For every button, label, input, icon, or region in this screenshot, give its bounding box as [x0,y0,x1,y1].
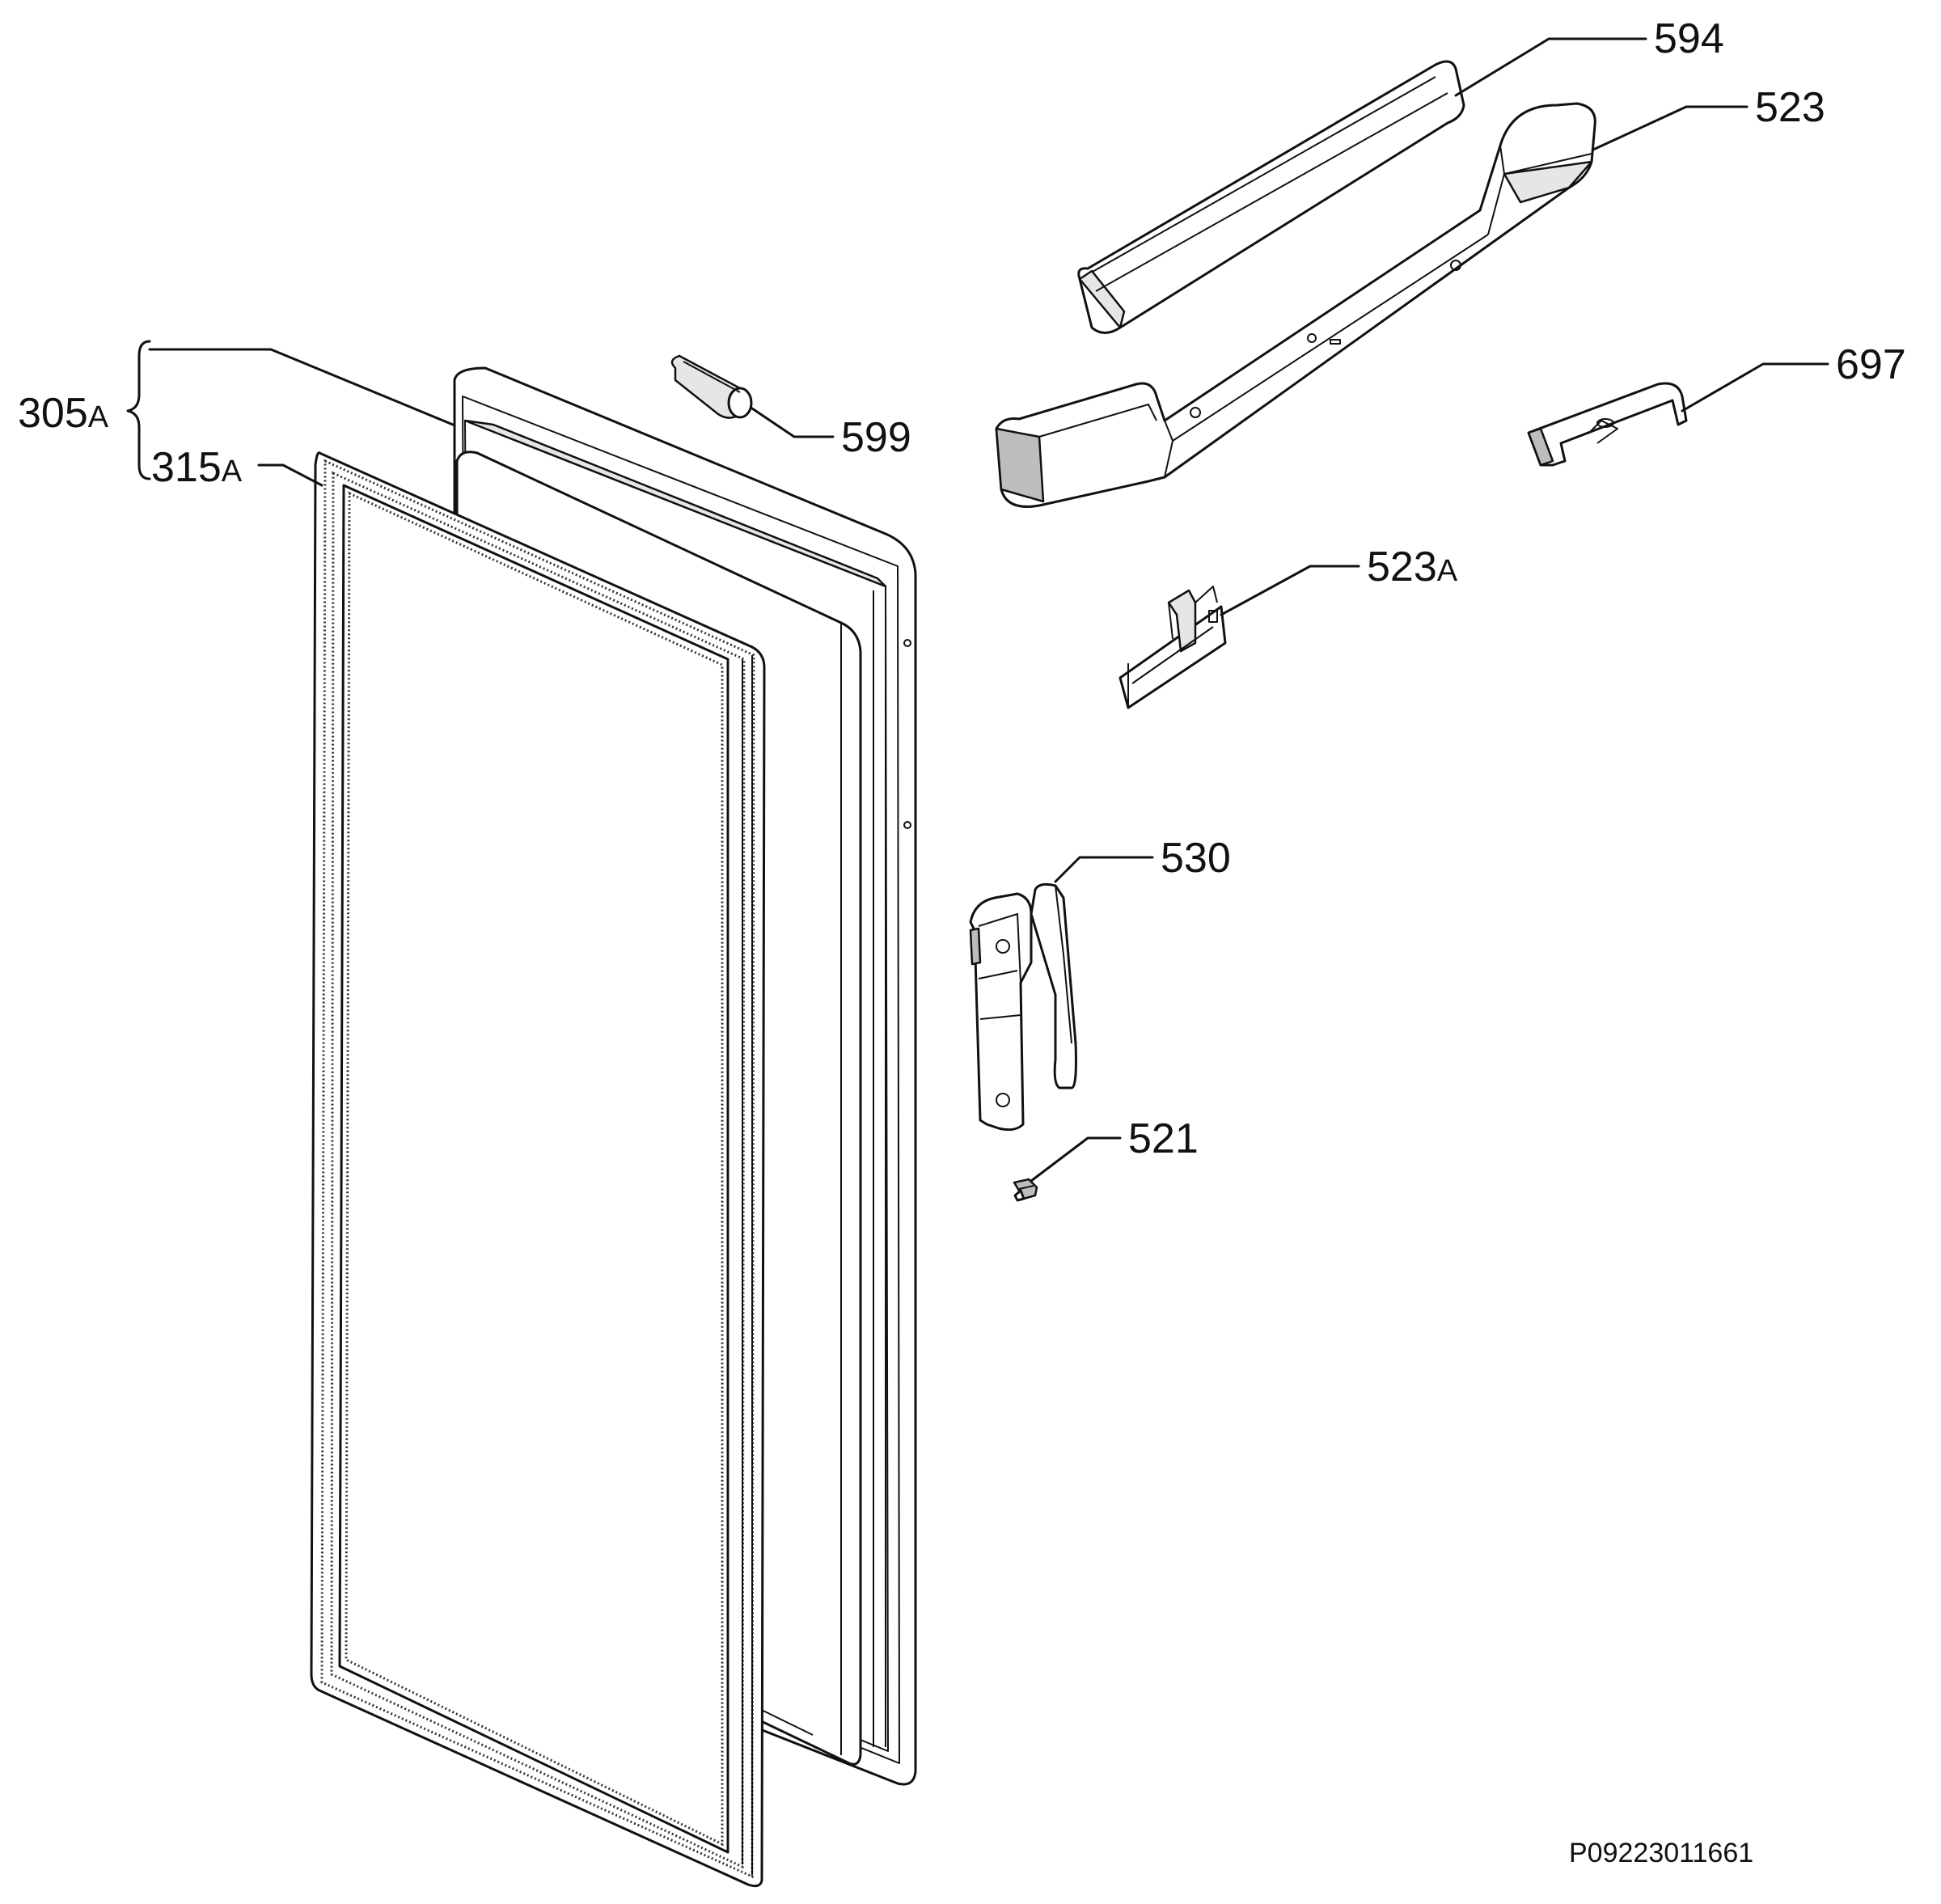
part-521-screw [1013,1178,1038,1202]
callout-labels: 594 523 697 599 523A 530 521 305A 315A P… [18,15,1906,1868]
callout-305a: 305A [18,390,109,437]
callout-521: 521 [1128,1115,1199,1162]
doc-id: P09223011661 [1569,1838,1753,1868]
callout-697: 697 [1836,341,1906,388]
part-523-handle [995,102,1596,508]
callout-523: 523 [1755,84,1825,131]
door-gasket [310,451,766,1888]
part-523a-bracket [1119,586,1227,709]
callout-530: 530 [1161,835,1231,882]
callout-523a: 523A [1367,544,1458,590]
part-599-cylinder [670,354,753,419]
callout-315a: 315A [151,444,243,491]
part-594-handle-cover [1077,60,1465,334]
leader-lines [126,37,1829,1183]
part-697-clip [1527,382,1688,467]
part-530-latch [969,882,1077,1132]
callout-594: 594 [1654,15,1724,62]
callout-599: 599 [841,414,911,461]
